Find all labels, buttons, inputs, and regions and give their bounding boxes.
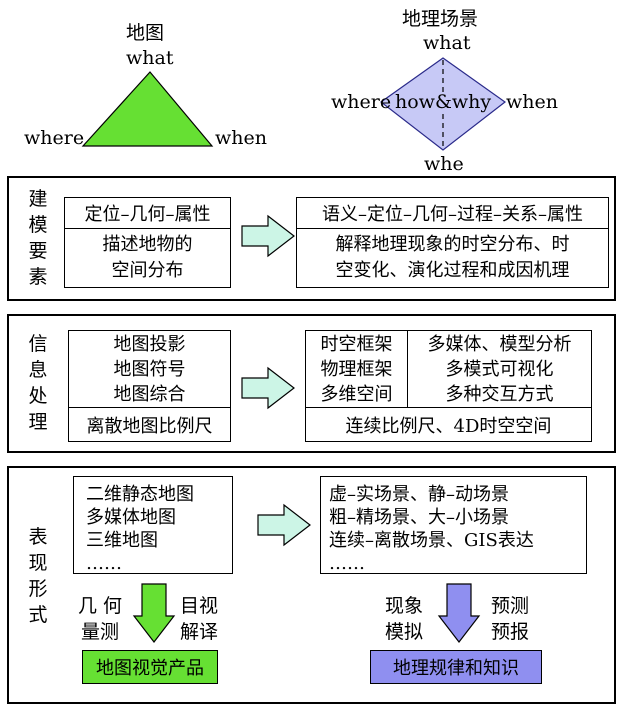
list-item: 虚–实场景、静–动场景 bbox=[329, 484, 509, 505]
right-arrow-left-caption: 现象模拟 bbox=[385, 595, 424, 643]
expression-left-list: 二维静态地图 多媒体地图 三维地图 …… bbox=[86, 483, 194, 575]
map-when-label: when bbox=[215, 127, 267, 149]
geo-knowledge-box: 地理规律和知识 bbox=[370, 650, 542, 684]
map-what-label: what bbox=[126, 47, 174, 69]
processing-label: 信息处理 bbox=[28, 333, 48, 433]
list-item: 连续–离散场景、GIS表达 bbox=[329, 530, 534, 551]
map-triangle bbox=[81, 71, 214, 147]
scene-whe-label: whe bbox=[424, 153, 464, 175]
modeling-arrow-icon bbox=[241, 214, 295, 258]
left-arrow-left-caption: 几 何量测 bbox=[78, 595, 123, 643]
list-item: 多媒体地图 bbox=[86, 507, 176, 528]
processing-right-bottom: 连续比例尺、4D时空空间 bbox=[345, 415, 552, 437]
scene-title: 地理场景 bbox=[402, 8, 479, 30]
processing-left-bottom: 离散地图比例尺 bbox=[86, 415, 213, 437]
expression-right-list: 虚–实场景、静–动场景 粗–精场景、大–小场景 连续–离散场景、GIS表达 …… bbox=[329, 483, 534, 575]
modeling-right-top: 语义–定位–几何–过程–关系–属性 bbox=[297, 198, 608, 229]
map-where-label: where bbox=[24, 127, 85, 149]
right-arrow-right-caption: 预测预报 bbox=[491, 595, 530, 643]
modeling-left-box: 定位–几何–属性 描述地物的空间分布 bbox=[64, 197, 231, 288]
processing-arrow-icon bbox=[241, 366, 295, 410]
list-item: 二维静态地图 bbox=[86, 484, 194, 505]
map-title: 地图 bbox=[126, 22, 165, 44]
left-arrow-right-caption: 目视解译 bbox=[180, 595, 219, 643]
expression-right-box: 虚–实场景、静–动场景 粗–精场景、大–小场景 连续–离散场景、GIS表达 …… bbox=[320, 476, 587, 574]
modeling-left-bottom: 描述地物的空间分布 bbox=[102, 234, 193, 281]
scene-where-label: where bbox=[331, 91, 392, 113]
scene-what-label: what bbox=[423, 32, 471, 54]
map-visual-product-box: 地图视觉产品 bbox=[82, 650, 218, 684]
list-item: …… bbox=[86, 553, 122, 574]
modeling-left-top: 定位–几何–属性 bbox=[65, 198, 230, 229]
processing-right-box: 时空框架物理框架多维空间 多媒体、模型分析多模式可视化多种交互方式 连续比例尺、… bbox=[305, 330, 592, 442]
processing-left-box: 地图投影地图符号地图综合 离散地图比例尺 bbox=[68, 330, 231, 442]
processing-right-left: 时空框架物理框架多维空间 bbox=[306, 331, 408, 408]
modeling-right-bottom: 解释地理现象的时空分布、时空变化、演化过程和成因机理 bbox=[335, 234, 570, 281]
modeling-right-box: 语义–定位–几何–过程–关系–属性 解释地理现象的时空分布、时空变化、演化过程和… bbox=[296, 197, 609, 288]
down-arrow-green-icon bbox=[132, 583, 176, 643]
down-arrow-blue-icon bbox=[437, 583, 481, 643]
list-item: 三维地图 bbox=[86, 530, 158, 551]
list-item: 粗–精场景、大–小场景 bbox=[329, 507, 509, 528]
scene-center-label: how&why bbox=[395, 91, 492, 113]
modeling-label: 建模要素 bbox=[28, 188, 48, 288]
list-item: …… bbox=[329, 553, 365, 574]
scene-when-label: when bbox=[506, 91, 558, 113]
expression-label: 表现形式 bbox=[28, 526, 48, 626]
expression-left-box: 二维静态地图 多媒体地图 三维地图 …… bbox=[73, 476, 233, 574]
processing-right-right: 多媒体、模型分析多模式可视化多种交互方式 bbox=[408, 331, 591, 408]
processing-left-top: 地图投影地图符号地图综合 bbox=[69, 331, 230, 408]
expression-arrow-icon bbox=[257, 503, 311, 547]
